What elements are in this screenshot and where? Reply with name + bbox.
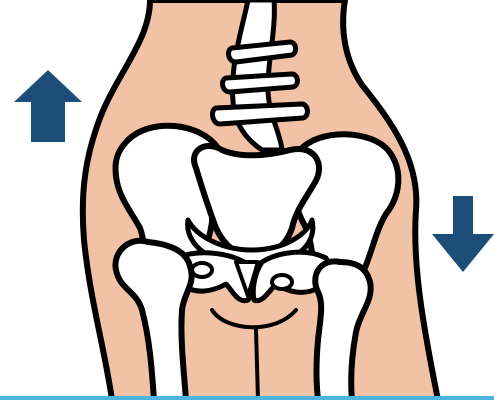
vertebra: [213, 104, 308, 124]
arrow-up-icon: [14, 70, 82, 142]
left-obturator-foramen: [192, 263, 212, 277]
arrow-down-icon: [432, 196, 494, 272]
right-obturator-foramen: [272, 275, 292, 289]
midline: [256, 330, 258, 400]
vertebrae: [213, 42, 308, 124]
vertebra: [223, 74, 298, 92]
bottom-rule: [0, 396, 494, 400]
